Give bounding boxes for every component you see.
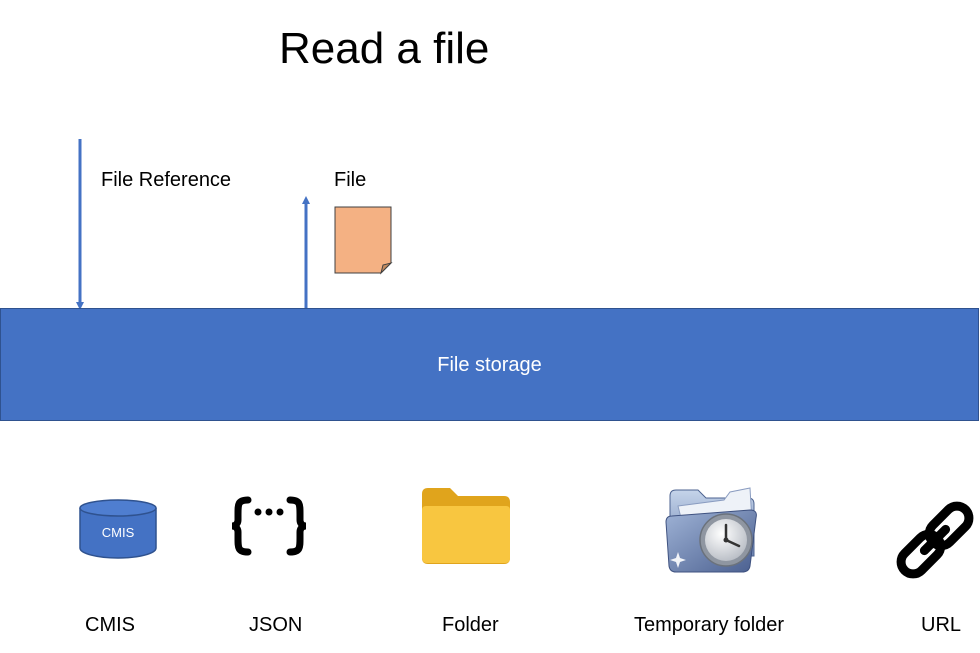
cmis-label: CMIS [85,614,135,636]
file-label: File [334,169,367,191]
file-reference-label: File Reference [101,169,232,191]
link-chain-icon [896,501,974,579]
cmis-icon-label: CMIS [102,525,135,540]
page-title: Read a file [279,24,490,73]
url-label: URL [921,614,962,636]
temporary-folder-label: Temporary folder [634,614,785,636]
folder-icon [422,488,510,564]
json-label: JSON [249,614,303,636]
folder-label: Folder [442,614,499,636]
temporary-folder-clock-icon [665,487,757,573]
document-icon [334,206,393,275]
database-cylinder-icon: CMIS [79,499,157,559]
json-braces-icon [231,496,307,556]
file-storage-block: File storage [0,308,979,421]
file-storage-label: File storage [437,353,542,376]
